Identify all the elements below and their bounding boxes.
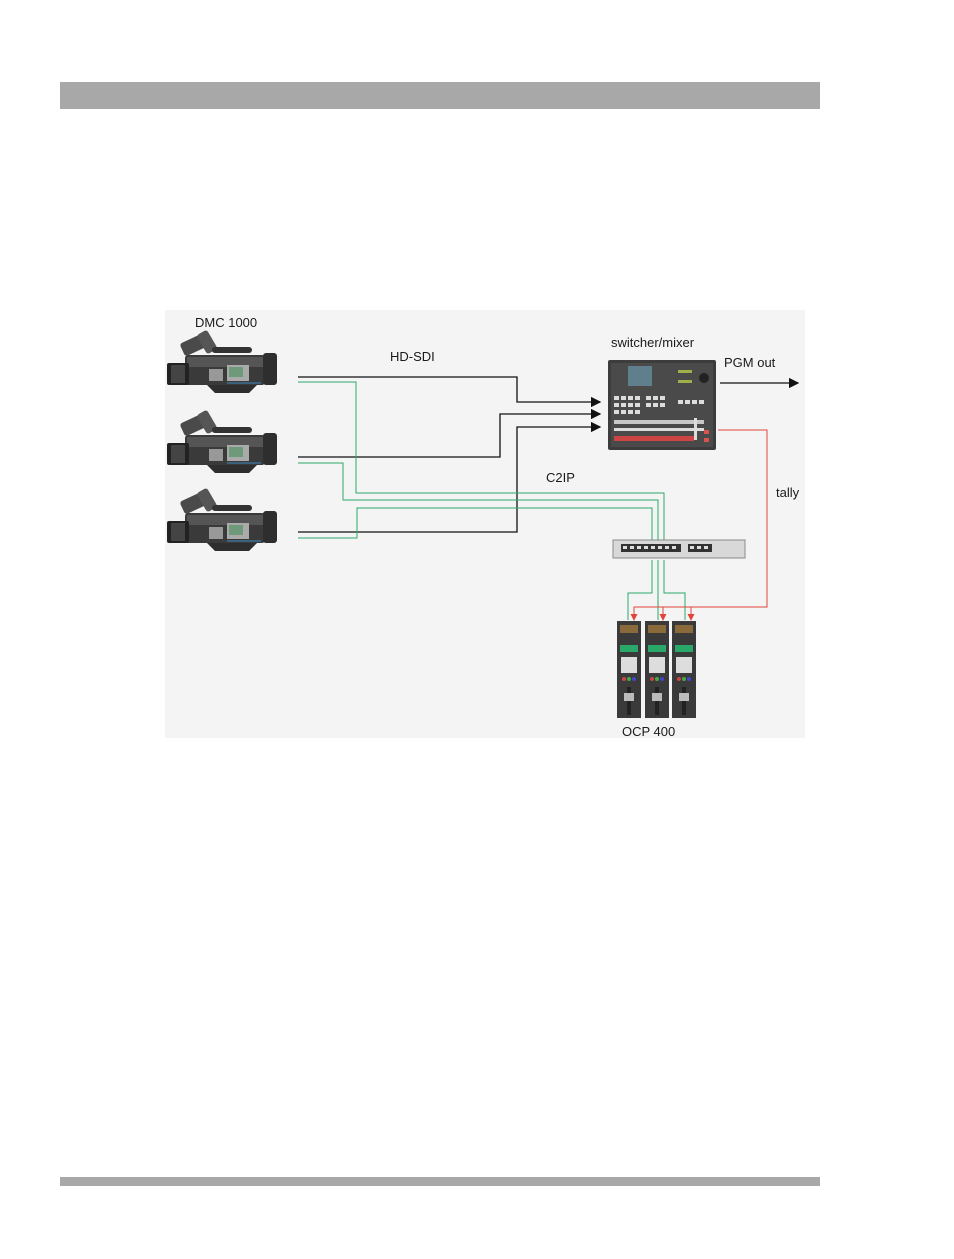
switcher-mixer-icon: [608, 360, 716, 450]
hd-sdi-connections: [298, 376, 602, 533]
ocp-label: OCP 400: [622, 724, 675, 739]
tally-label: tally: [776, 485, 800, 500]
tally-connections: [630, 429, 768, 621]
ocp-panel-3-icon: [672, 621, 696, 718]
camera-label: DMC 1000: [195, 315, 257, 330]
camera-2-icon: [166, 408, 278, 474]
c2ip-label: C2IP: [546, 470, 575, 485]
network-switch-icon: [612, 539, 746, 559]
page-header-bar: [60, 82, 820, 109]
ocp-panel-2-icon: [645, 621, 669, 718]
camera-3-icon: [166, 486, 278, 552]
ocp-panel-1-icon: [617, 621, 641, 718]
pgm-out-label: PGM out: [724, 355, 776, 370]
switcher-label: switcher/mixer: [611, 335, 695, 350]
camera-1-icon: [166, 328, 278, 394]
page-footer-bar: [60, 1177, 820, 1186]
hd-sdi-label: HD-SDI: [390, 349, 435, 364]
